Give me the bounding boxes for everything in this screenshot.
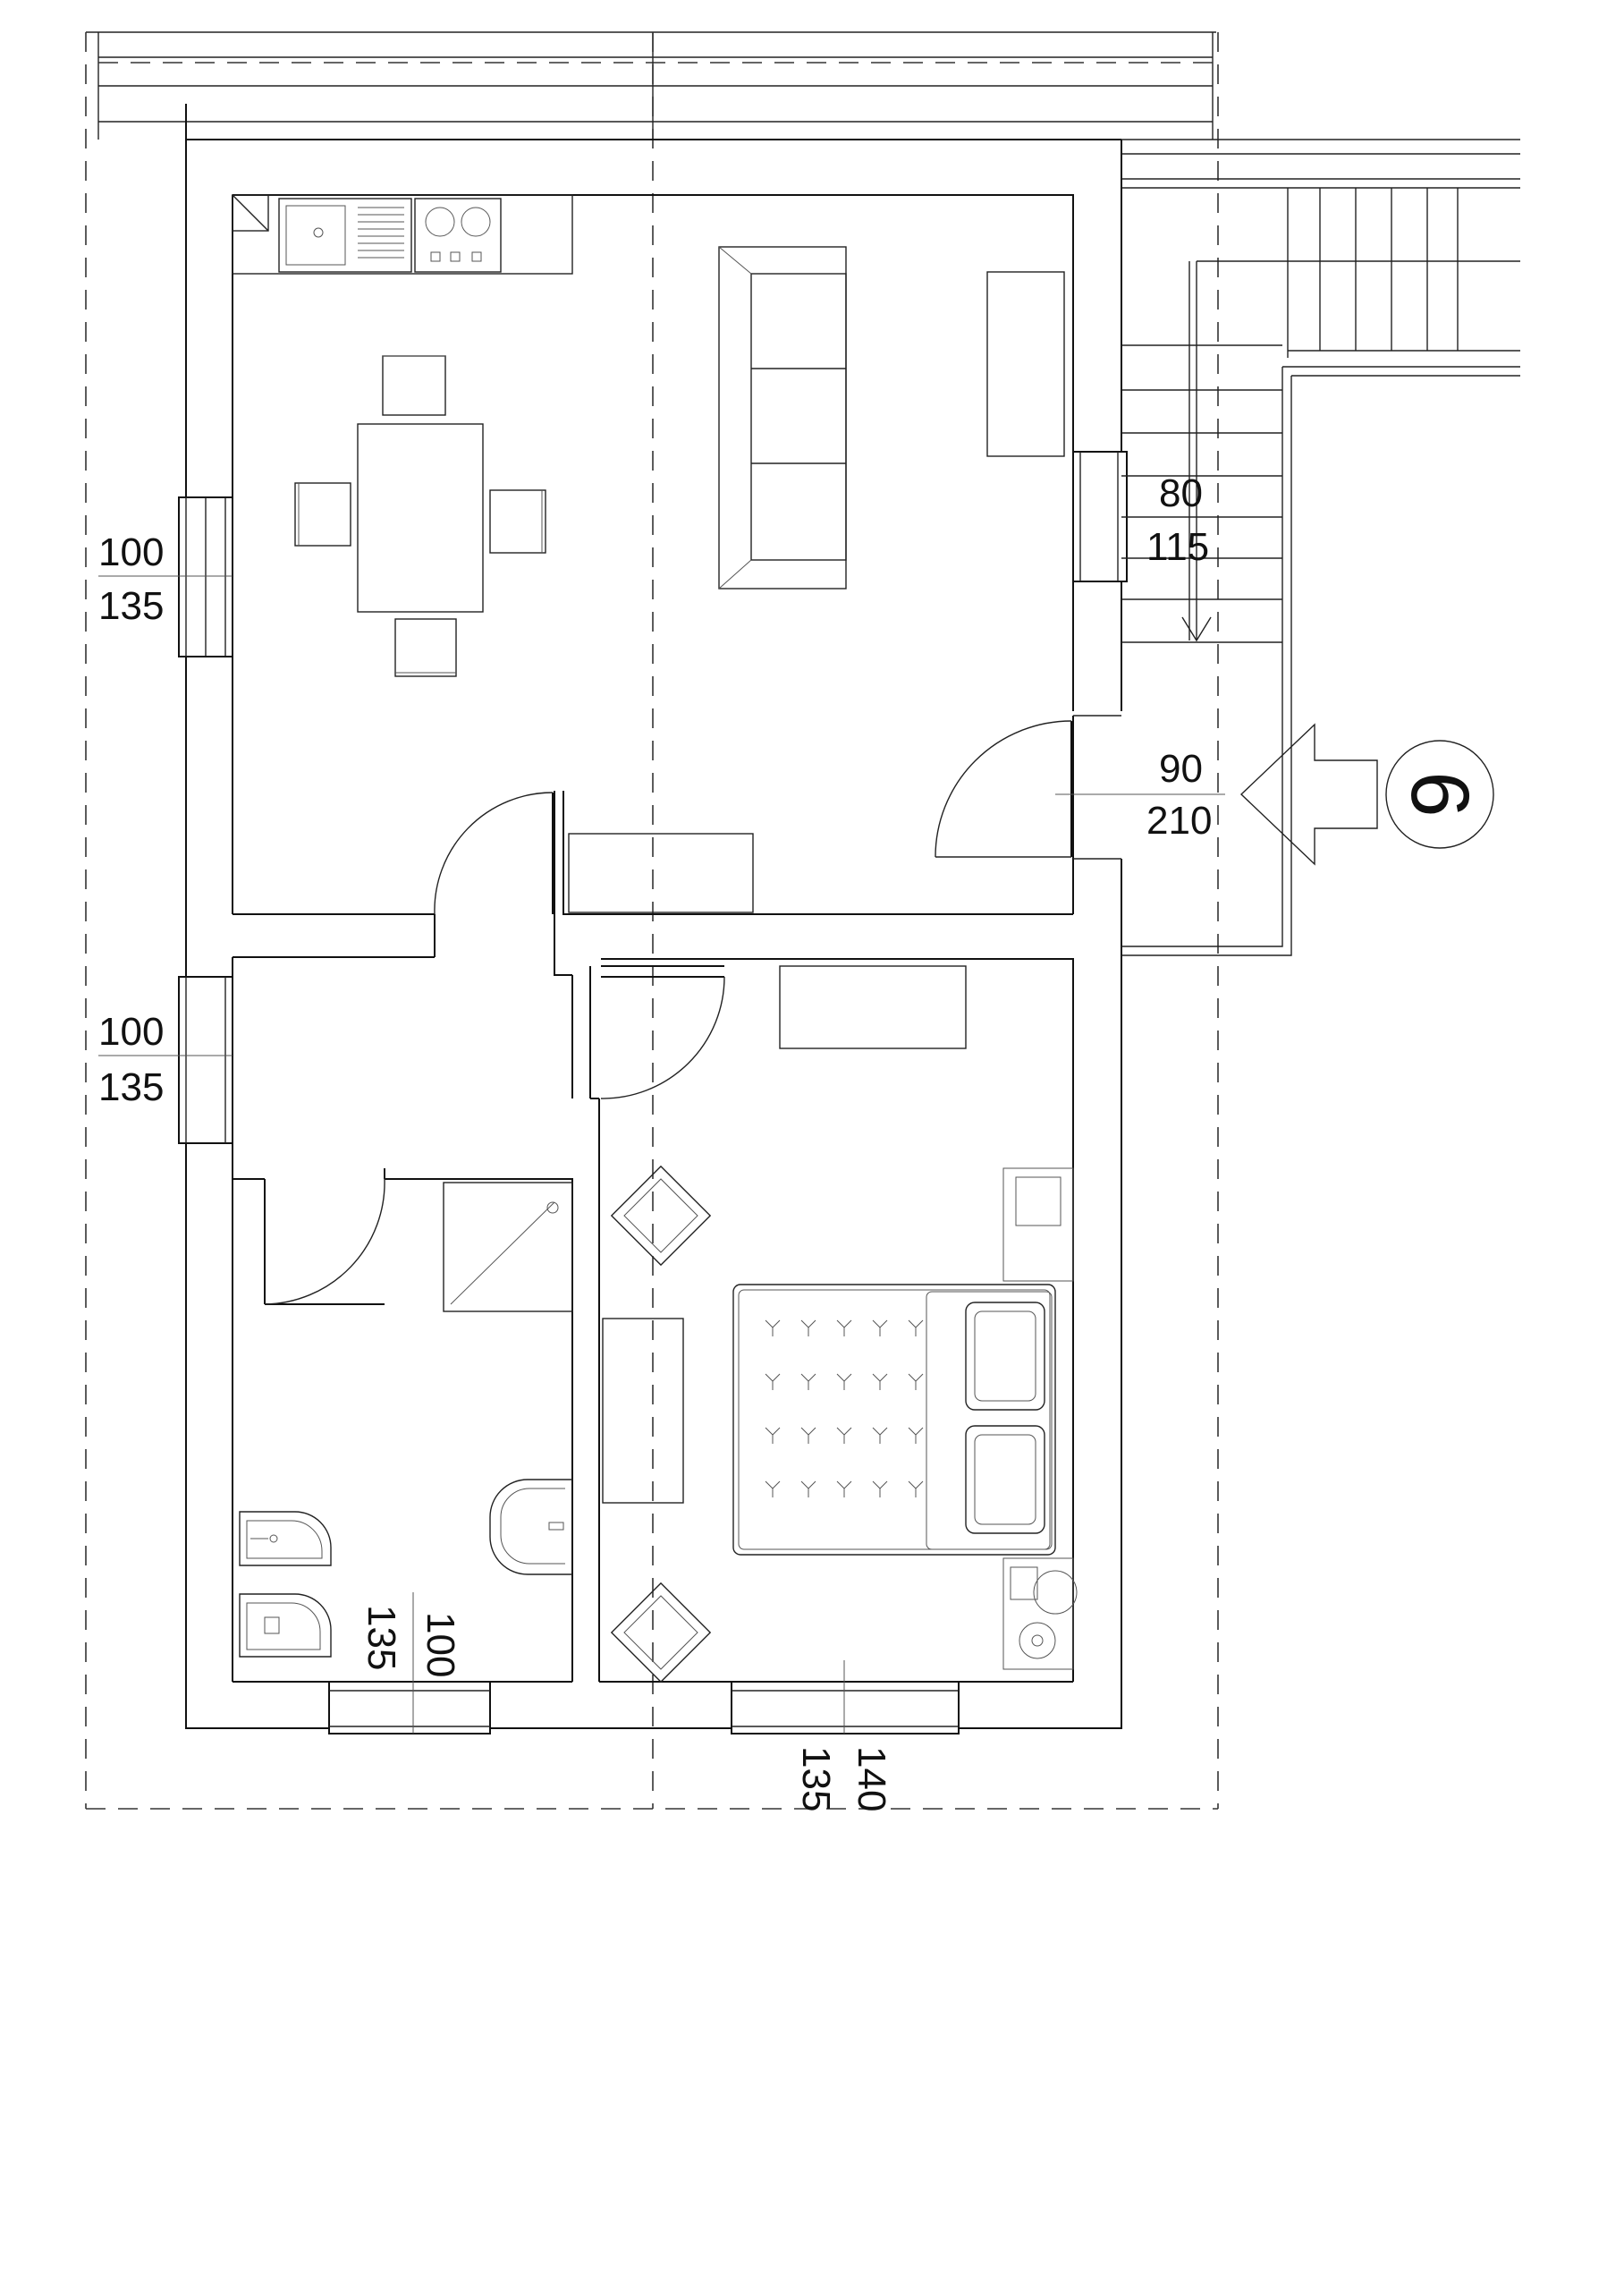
- door-living-hall: [434, 792, 554, 915]
- nightstand-bottom: [1002, 1557, 1078, 1670]
- door-bathroom: [264, 1168, 385, 1305]
- nightstand-top: [1002, 1167, 1074, 1282]
- tv-cabinet: [986, 271, 1065, 457]
- entrance-door-height: 210: [1146, 799, 1212, 843]
- staircase: [1121, 139, 1520, 956]
- window-east: [1072, 451, 1207, 582]
- window-west-upper: [98, 496, 233, 657]
- window-west-lower-height: 135: [98, 1065, 164, 1109]
- living-room-walls: [233, 791, 1074, 976]
- top-balcony: [86, 31, 1216, 140]
- hall-cabinet: [568, 833, 754, 913]
- dining-table: [294, 355, 546, 677]
- entrance-number: 6: [1394, 771, 1485, 817]
- window-west-lower-width: 100: [98, 1010, 164, 1054]
- window-bathroom: [328, 1592, 491, 1734]
- sofa: [718, 246, 847, 589]
- armchair-top: [610, 1165, 712, 1267]
- bidet: [239, 1511, 332, 1566]
- entrance-arrow: [1239, 723, 1378, 866]
- entrance-marker: [1385, 740, 1494, 849]
- dresser: [602, 1318, 684, 1504]
- window-bedroom: [731, 1660, 960, 1734]
- window-west-upper-height: 135: [98, 584, 164, 628]
- window-bedroom-width: 140: [850, 1746, 893, 1811]
- armchair-bottom: [610, 1582, 712, 1684]
- window-east-width: 80: [1159, 471, 1203, 515]
- toilet: [239, 1593, 332, 1658]
- wardrobe: [779, 965, 967, 1049]
- shower: [443, 1182, 573, 1312]
- entrance-door: [935, 715, 1225, 860]
- kitchen-counter: [232, 194, 573, 275]
- property-boundary: [85, 32, 1219, 1810]
- double-bed: [732, 1284, 1056, 1556]
- exterior-walls: [185, 104, 1122, 1729]
- window-bathroom-width: 100: [419, 1612, 462, 1677]
- window-west-upper-width: 100: [98, 530, 164, 574]
- washbasin: [489, 1479, 572, 1575]
- window-bedroom-height: 135: [794, 1746, 838, 1811]
- entrance-door-width: 90: [1159, 747, 1203, 791]
- window-bathroom-height: 135: [359, 1605, 403, 1670]
- window-east-height: 115: [1146, 525, 1209, 569]
- door-bedroom: [600, 976, 725, 1099]
- window-west-lower: [98, 976, 233, 1144]
